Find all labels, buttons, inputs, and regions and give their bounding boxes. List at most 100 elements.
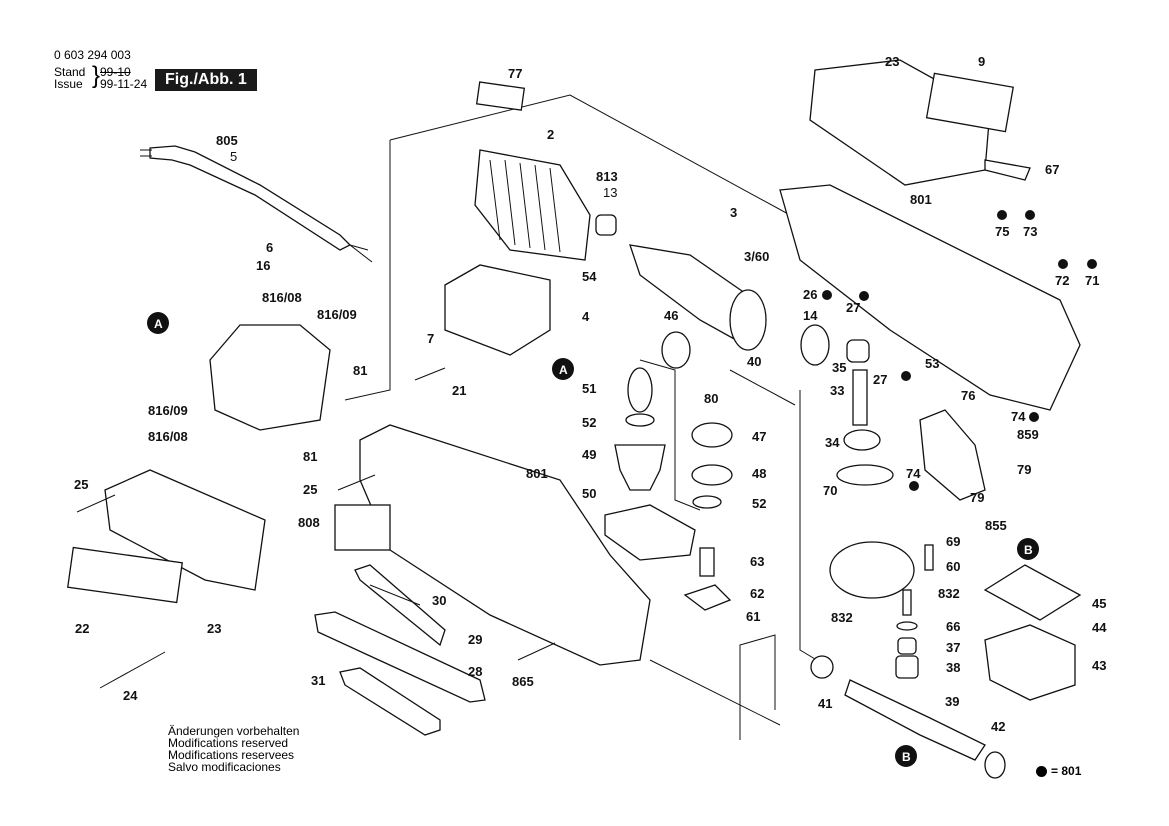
washer-70 <box>836 464 894 486</box>
dot-73 <box>1025 210 1035 220</box>
note-es: Salvo modificaciones <box>168 760 281 774</box>
part-label-28: 28 <box>468 664 482 679</box>
pin-832 <box>902 589 912 616</box>
part-label-71: 71 <box>1085 273 1099 288</box>
part-label-35: 35 <box>832 360 846 375</box>
roller-guide-855 <box>919 409 986 501</box>
shaft-33 <box>852 369 868 426</box>
base-plate-28 <box>314 611 486 703</box>
part-label-6: 6 <box>266 240 273 255</box>
part-label-46: 46 <box>664 308 678 323</box>
part-label-832b: 832 <box>831 610 853 625</box>
armature <box>629 244 767 351</box>
dot-27b <box>901 371 911 381</box>
part-label-41: 41 <box>818 696 832 711</box>
blade-clamp-61 <box>739 634 776 740</box>
assembly-line-gear <box>639 359 701 511</box>
part-label-27b: 27 <box>873 372 887 387</box>
figure-label: Fig./Abb. 1 <box>155 69 257 91</box>
part-label-81a: 81 <box>353 363 367 378</box>
dot-74b <box>909 481 919 491</box>
bearing-housing-49 <box>614 444 666 491</box>
part-label-801b: 801 <box>526 466 548 481</box>
part-label-52a: 52 <box>582 415 596 430</box>
part-label-4: 4 <box>582 309 590 324</box>
part-label-44: 44 <box>1092 620 1107 635</box>
part-label-62: 62 <box>750 586 764 601</box>
part-label-61: 61 <box>746 609 760 624</box>
screw-865 <box>517 642 556 661</box>
svg-text:B: B <box>1024 543 1033 557</box>
screw-24 <box>99 651 166 689</box>
part-label-2: 2 <box>547 127 554 142</box>
part-label-3: 3 <box>730 205 737 220</box>
crown-gear-832 <box>829 541 915 599</box>
dot-26 <box>822 290 832 300</box>
part-label-865: 865 <box>512 674 534 689</box>
spring-63 <box>699 547 715 577</box>
part-label-805: 805 <box>216 133 238 148</box>
part-label-45: 45 <box>1092 596 1106 611</box>
bevel-gear-46 <box>661 331 691 369</box>
sleeve-37 <box>897 637 917 655</box>
washer-52b <box>692 495 722 509</box>
part-label-808: 808 <box>298 515 320 530</box>
part-label-29: 29 <box>468 632 482 647</box>
part-label-54: 54 <box>582 269 597 284</box>
callout-badge-b-top: B <box>1017 538 1039 560</box>
part-label-79a: 79 <box>1017 462 1031 477</box>
part-label-27a: 27 <box>846 300 860 315</box>
part-label-66: 66 <box>946 619 960 634</box>
switch <box>444 264 551 356</box>
part-label-63: 63 <box>750 554 764 569</box>
part-label-7: 7 <box>427 331 434 346</box>
part-label-26: 26 <box>803 287 817 302</box>
part-label-14: 14 <box>803 308 818 323</box>
part-label-50: 50 <box>582 486 596 501</box>
stand-issue-labels: Stand Issue <box>54 66 85 90</box>
callout-badge-b-bottom: B <box>895 745 917 767</box>
part-label-47: 47 <box>752 429 766 444</box>
part-labels: 77 2 813 13 54 3 3/60 805 5 6 16 816/08 … <box>74 54 1107 734</box>
part-label-3-60: 3/60 <box>744 249 769 264</box>
part-label-31: 31 <box>311 673 325 688</box>
part-label-23a: 23 <box>885 54 899 69</box>
dot-74a <box>1029 412 1039 422</box>
part-label-49: 49 <box>582 447 596 462</box>
part-label-69: 69 <box>946 534 960 549</box>
ball-bearing-14 <box>800 324 830 366</box>
part-label-77: 77 <box>508 66 522 81</box>
callout-badge-a-left: A <box>147 312 169 334</box>
part-label-855: 855 <box>985 518 1007 533</box>
part-label-67: 67 <box>1045 162 1059 177</box>
bearing-34 <box>843 429 881 451</box>
part-label-80: 80 <box>704 391 718 406</box>
stand-label: Stand <box>54 65 86 79</box>
part-label-39: 39 <box>945 694 959 709</box>
base-plate-31 <box>339 667 441 736</box>
part-label-43: 43 <box>1092 658 1106 673</box>
part-label-76: 76 <box>961 388 975 403</box>
needle-bearing-35 <box>846 339 870 363</box>
note-de: Änderungen vorbehalten <box>168 724 300 738</box>
pin-60 <box>924 544 934 571</box>
saw-blade <box>649 659 781 726</box>
screw-25a <box>76 494 116 513</box>
filled-dot-icon <box>1036 765 1047 777</box>
assembly-line-motor <box>389 94 791 216</box>
part-label-23b: 23 <box>207 621 221 636</box>
ball-41 <box>810 655 834 679</box>
washer-42 <box>984 751 1006 779</box>
housing-half-right <box>779 184 1081 411</box>
part-label-75: 75 <box>995 224 1009 239</box>
part-label-13: 13 <box>603 185 617 200</box>
sleeve-38 <box>895 655 919 679</box>
gear-48 <box>691 464 733 486</box>
label-plate-67 <box>984 159 1031 181</box>
brush-holder-assembly <box>209 324 331 431</box>
brush-holder-77 <box>475 81 526 111</box>
part-label-53: 53 <box>925 356 939 371</box>
part-label-60: 60 <box>946 559 960 574</box>
spindle-40 <box>729 369 796 406</box>
